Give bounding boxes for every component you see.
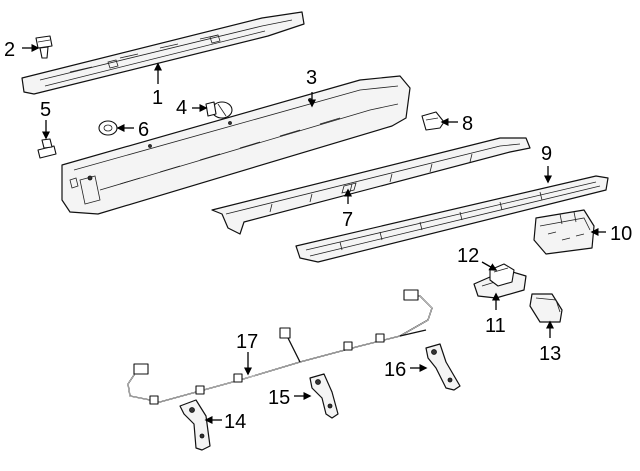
- part-7-retainer: [211, 137, 531, 235]
- part-16-bracket: [425, 343, 461, 391]
- part-5-clip: [37, 138, 57, 159]
- part-13-end-cap: [529, 293, 563, 323]
- callout-15: 15: [268, 387, 290, 409]
- callout-14: 14: [224, 411, 246, 433]
- callout-5: 5: [40, 99, 51, 121]
- callout-4: 4: [176, 97, 187, 119]
- part-3-rocker-moulding: [61, 75, 411, 215]
- callout-7: 7: [342, 209, 353, 231]
- part-6-nut: [98, 120, 118, 136]
- callout-13: 13: [539, 343, 561, 365]
- callout-12: 12: [457, 245, 479, 267]
- part-2-push-clip: [35, 35, 53, 59]
- part-9-running-board: [295, 175, 609, 263]
- callout-9: 9: [541, 143, 552, 165]
- part-15-bracket: [309, 373, 339, 419]
- part-14-bracket: [179, 399, 211, 451]
- callout-labels: 1 2 3 4 5 6 7 8 9 10 11 12 13 14 15 16 1…: [4, 39, 632, 433]
- callout-16: 16: [384, 359, 406, 381]
- part-17-wiring-harness: [127, 289, 433, 405]
- callout-10: 10: [610, 223, 632, 245]
- callout-1: 1: [152, 87, 163, 109]
- part-10-bracket: [533, 209, 595, 255]
- callout-8: 8: [462, 113, 473, 135]
- callout-17: 17: [236, 331, 258, 353]
- part-12-pad: [489, 263, 515, 287]
- callout-2: 2: [4, 39, 15, 61]
- callout-6: 6: [138, 119, 149, 141]
- part-8-clip: [421, 111, 445, 131]
- callout-11: 11: [485, 315, 506, 337]
- part-4-clip: [205, 101, 233, 119]
- callout-3: 3: [306, 67, 317, 89]
- leader-lines: [22, 44, 606, 424]
- part-1-step-pad: [21, 11, 305, 95]
